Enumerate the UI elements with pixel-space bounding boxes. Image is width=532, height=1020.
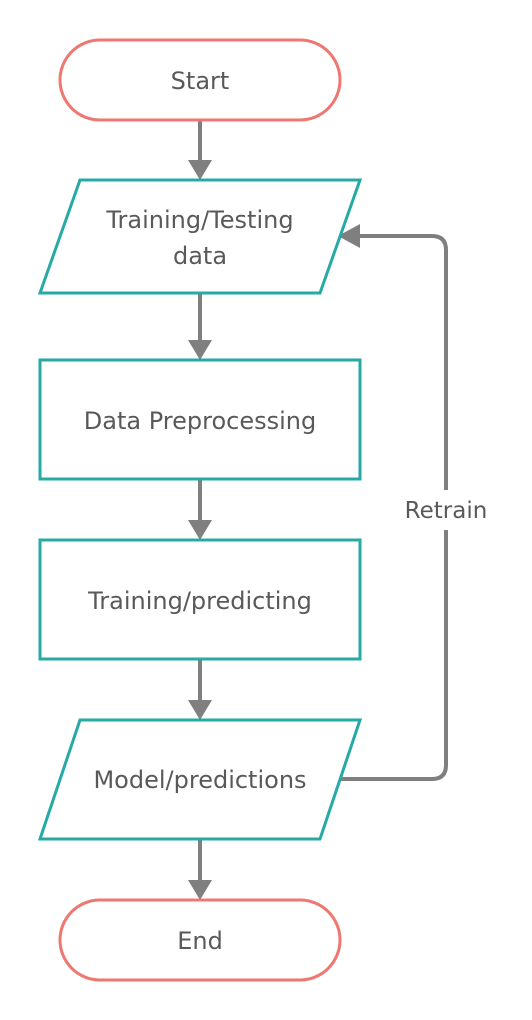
preprocessing-process-shape [38, 358, 362, 481]
retrain-label-group: Retrain [396, 490, 496, 530]
model-label: Model/predictions [93, 766, 306, 794]
arrowhead-retrain-loop [338, 224, 360, 248]
data-label-line2: data [173, 242, 227, 270]
arrowhead-model-to-end [188, 880, 212, 900]
node-training: Training/predicting [38, 538, 362, 661]
arrowhead-training-to-model [188, 700, 212, 720]
arrowhead-start-to-data [188, 160, 212, 180]
model-parallelogram-shape [37, 718, 363, 841]
end-label: End [177, 927, 223, 955]
preprocessing-label: Data Preprocessing [84, 407, 316, 435]
start-label: Start [171, 67, 230, 95]
node-end: End [58, 898, 342, 982]
node-preprocessing: Data Preprocessing [38, 358, 362, 481]
start-terminal-shape [58, 38, 342, 122]
node-data: Training/Testing data [37, 178, 363, 295]
end-terminal-shape [58, 898, 342, 982]
arrowhead-preprocessing-to-training [188, 520, 212, 540]
data-label-line1: Training/Testing [105, 206, 293, 234]
data-parallelogram-shape [37, 178, 363, 295]
training-label: Training/predicting [87, 587, 312, 615]
training-process-shape [38, 538, 362, 661]
arrowhead-data-to-preprocessing [188, 340, 212, 360]
retrain-label: Retrain [405, 498, 488, 524]
node-start: Start [58, 38, 342, 122]
node-model: Model/predictions [37, 718, 363, 841]
retrain-label-background [396, 490, 496, 530]
